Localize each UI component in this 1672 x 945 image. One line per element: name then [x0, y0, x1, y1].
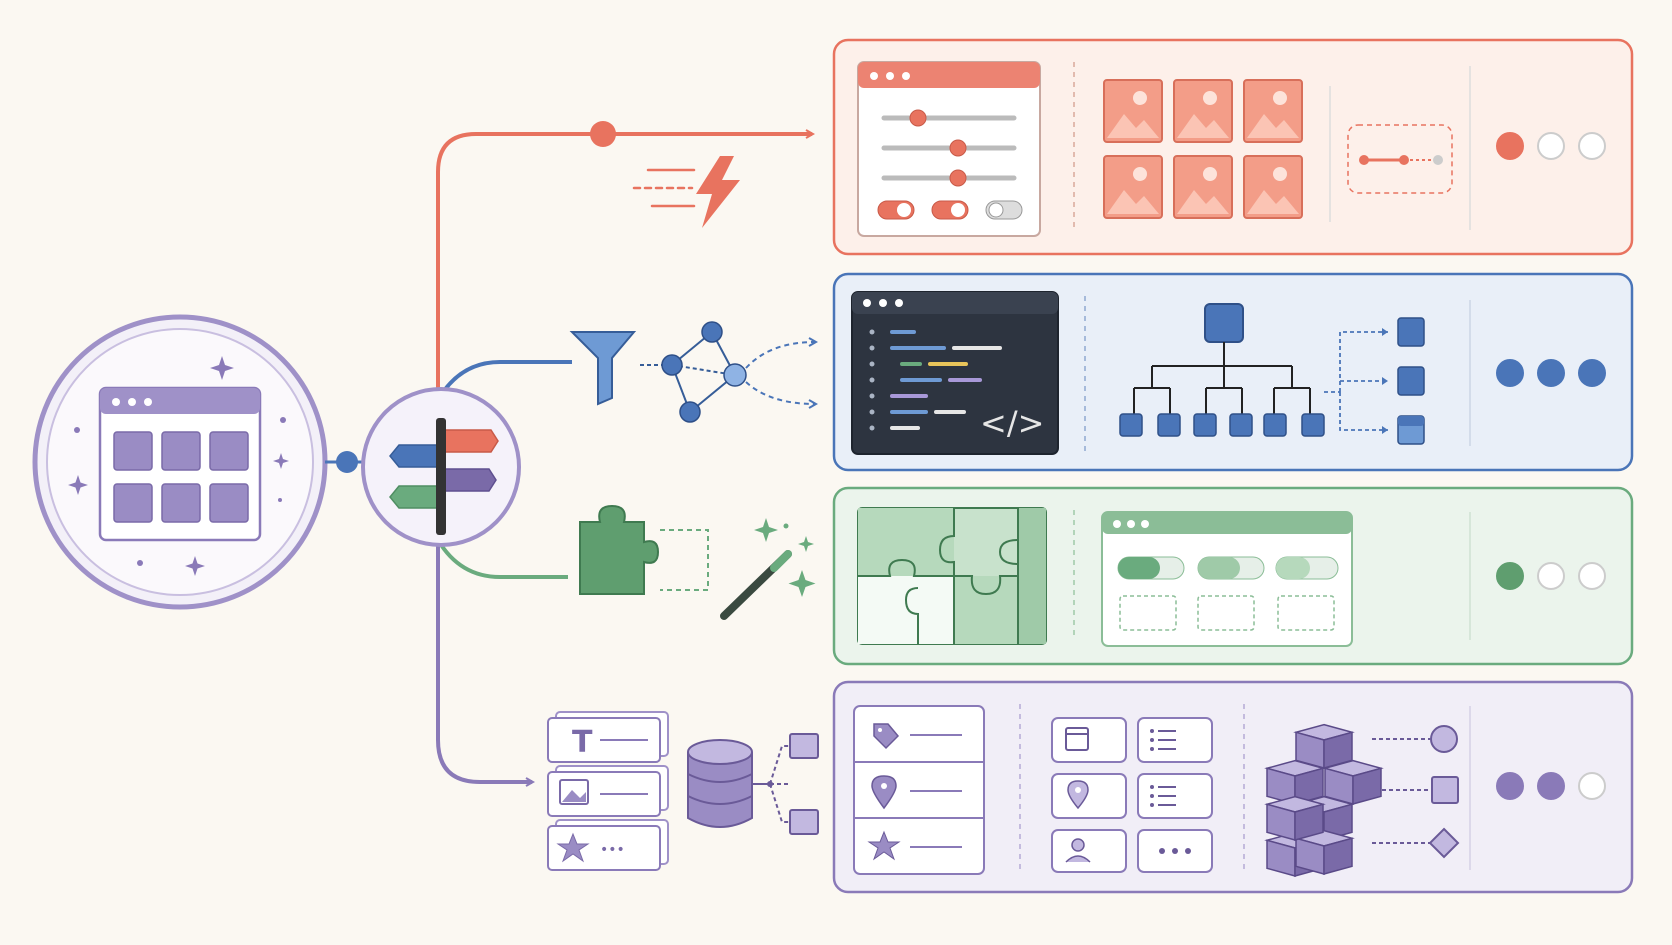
image-thumbnail-icon — [1173, 79, 1233, 143]
diamond-shape-icon — [1428, 827, 1460, 859]
network-graph-icon — [640, 321, 815, 423]
cube — [1293, 723, 1355, 769]
cube — [1322, 759, 1384, 805]
speed-lines-icon — [632, 168, 696, 208]
blue-panel: </> — [832, 272, 1634, 472]
image-thumbnail-icon — [1243, 79, 1303, 143]
circle-shape-icon — [1430, 725, 1458, 753]
status-dot-empty — [1537, 562, 1565, 590]
hub — [32, 314, 328, 610]
lightning-bolt-icon — [696, 156, 740, 228]
status-dot-empty — [1578, 132, 1606, 160]
text-type-glyph: T — [572, 725, 593, 760]
cube-connectors — [1372, 738, 1430, 844]
image-thumbnail-icon — [1103, 155, 1163, 219]
status-dot-empty — [1537, 132, 1565, 160]
funnel-icon — [569, 331, 637, 406]
purple-lane-line — [436, 520, 532, 782]
more-glyph: ••• — [600, 842, 625, 858]
toggle-window-icon — [1101, 511, 1353, 647]
status-dots — [1496, 562, 1606, 590]
router — [361, 387, 521, 547]
tree-hierarchy-icon — [1119, 303, 1425, 445]
settings-window-icon — [857, 61, 1041, 237]
signpost-icon — [389, 418, 499, 535]
cube — [1264, 759, 1326, 805]
status-dot-filled — [1537, 772, 1565, 800]
widget-grid-icon — [1051, 717, 1213, 873]
image-gallery-icon — [1103, 79, 1303, 219]
status-dot-filled — [1496, 359, 1524, 387]
image-thumbnail-icon — [1173, 155, 1233, 219]
image-thumbnail-icon — [1243, 155, 1303, 219]
status-dot-filled — [1537, 359, 1565, 387]
field-list-icon — [853, 705, 985, 875]
hub-connector-node — [336, 451, 358, 473]
purple-panel — [832, 680, 1634, 894]
status-dot-empty — [1578, 772, 1606, 800]
cube — [1264, 795, 1326, 841]
image-thumbnail-icon — [1103, 79, 1163, 143]
dashed-connector-icon — [1347, 124, 1453, 194]
code-editor-icon: </> — [851, 291, 1059, 455]
cube-stack-icon — [1264, 723, 1384, 877]
status-dots — [1496, 772, 1606, 800]
status-dot-filled — [1578, 359, 1606, 387]
puzzle-board-icon — [857, 507, 1047, 645]
puzzle-piece-icon — [579, 504, 660, 595]
red-lane-node — [590, 121, 616, 147]
status-dot-empty — [1578, 562, 1606, 590]
red-lane-line — [436, 134, 812, 420]
status-dot-filled — [1496, 772, 1524, 800]
status-dot-filled — [1496, 562, 1524, 590]
code-symbol: </> — [980, 404, 1044, 442]
status-dots — [1496, 132, 1606, 160]
green-panel — [832, 486, 1634, 666]
puzzle-outline-icon — [660, 529, 709, 591]
sparkle-icon — [68, 356, 289, 576]
magic-wand-icon — [720, 518, 816, 620]
database-icon — [687, 733, 819, 835]
green-lane-line — [436, 538, 568, 579]
red-panel — [832, 38, 1634, 256]
square-shape-icon — [1431, 776, 1459, 804]
content-cards-icon: T ••• — [547, 711, 669, 871]
status-dot-filled — [1496, 132, 1524, 160]
status-dots — [1496, 359, 1606, 387]
app-window-grid-icon — [98, 386, 262, 542]
